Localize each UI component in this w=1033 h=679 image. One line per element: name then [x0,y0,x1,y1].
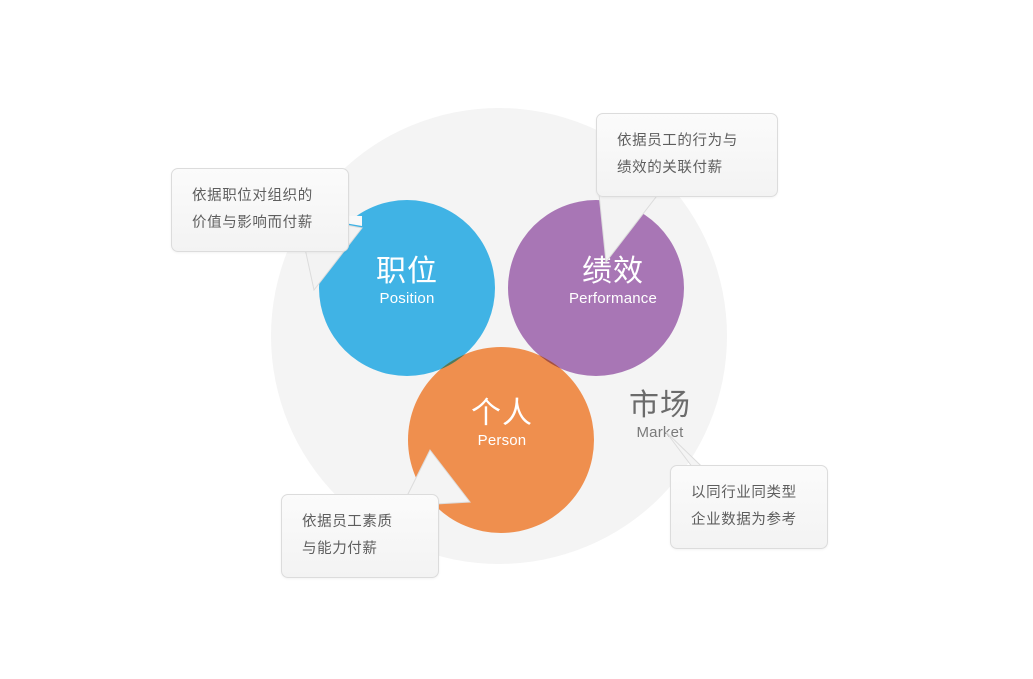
callout-position[interactable]: 依据职位对组织的 价值与影响而付薪 [171,168,349,252]
callout-person[interactable]: 依据员工素质 与能力付薪 [281,494,439,578]
callout-performance[interactable]: 依据员工的行为与 绩效的关联付薪 [596,113,778,197]
performance-circle [508,200,684,376]
callout-market[interactable]: 以同行业同类型 企业数据为参考 [670,465,828,549]
position-circle [319,200,495,376]
